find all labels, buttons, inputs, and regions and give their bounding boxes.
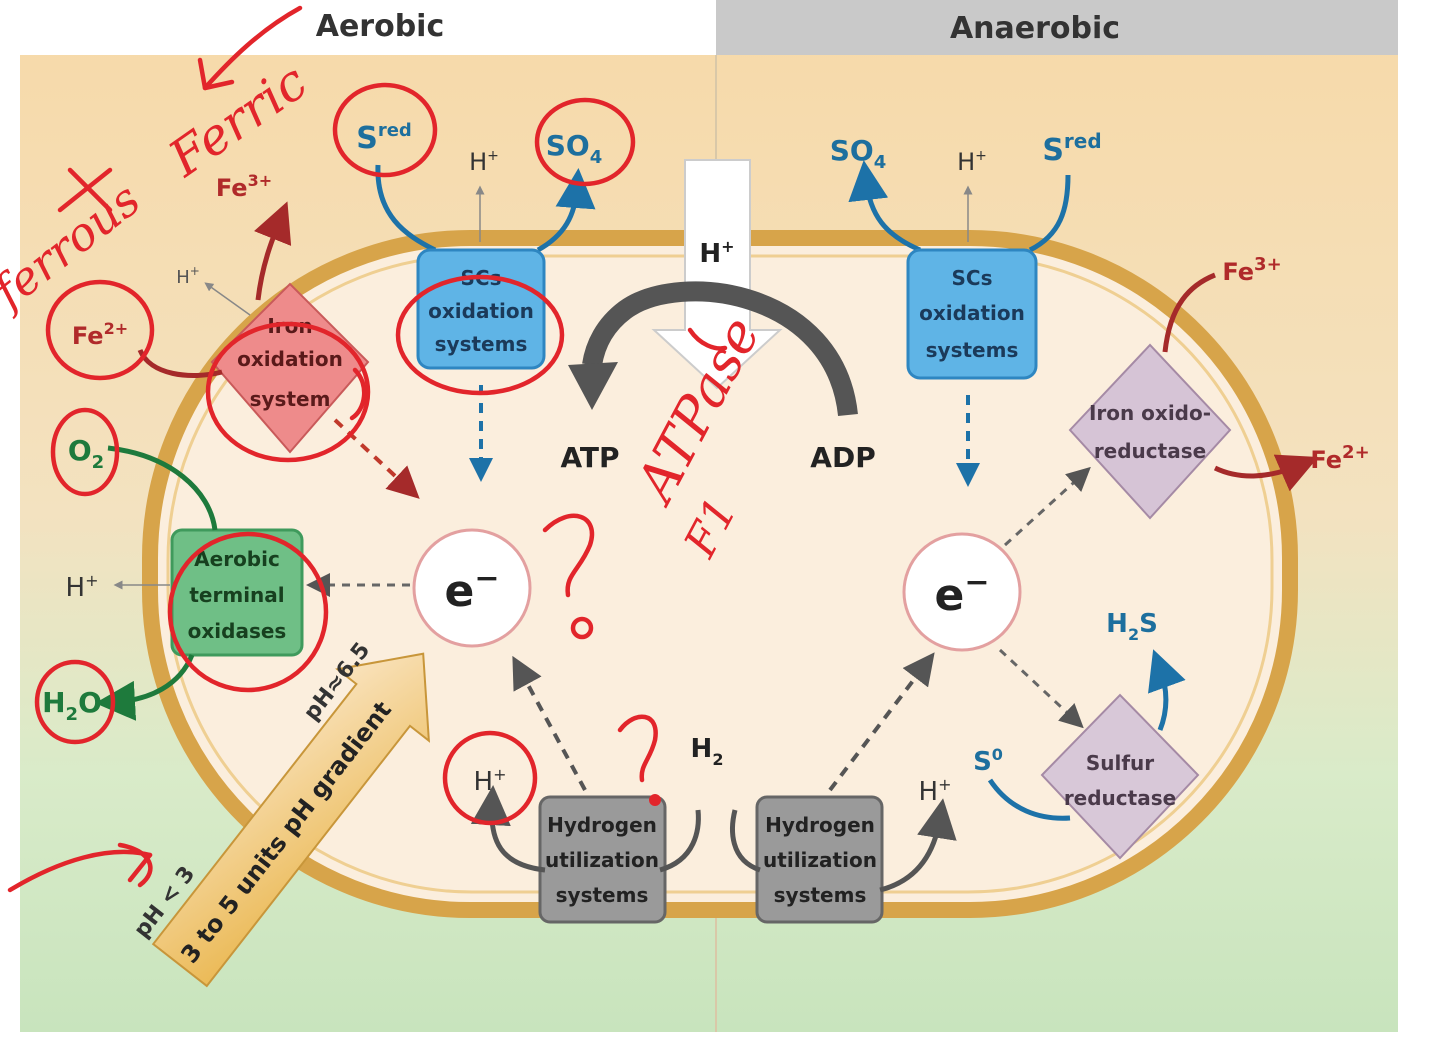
so4-label-left: SO4: [546, 129, 603, 168]
o2-arrow: [107, 445, 218, 531]
o2-label: O2: [68, 434, 104, 473]
h-plus-label-iron: H+: [176, 264, 200, 288]
sc-box-left-line3: systems: [435, 332, 528, 356]
electron-label-right: e−: [935, 565, 990, 621]
sc-oxidation-box-right: [906, 248, 1038, 380]
iron-oxidation-diamond: [210, 282, 370, 454]
hyd-box-right-line1: Hydrogen: [765, 813, 875, 837]
handwritten-annotations: [7, 5, 728, 893]
sred-label-left: Sred: [356, 120, 412, 156]
sulfur-reductase-diamond: [1040, 693, 1200, 860]
so4-arrow-right: [848, 160, 921, 253]
electron-to-ironred-arrow: [1003, 466, 1091, 547]
sred-label-right: Sred: [1042, 129, 1101, 168]
atp-arc-arrowhead: [568, 362, 618, 410]
electron-pool-left: [412, 528, 532, 648]
atp-synthase-arc: [582, 281, 858, 417]
aero-box-line2: terminal: [189, 583, 284, 607]
hydrogen-h-release-right: [879, 798, 957, 893]
sulfur-line1: Sulfur: [1086, 751, 1154, 775]
s0-label: S0: [973, 745, 1003, 777]
sulfur-line2: reductase: [1064, 786, 1176, 810]
hyd-box-right-line2: utilization: [763, 848, 877, 872]
aero-box-line3: oxidases: [188, 619, 287, 643]
aero-box-line1: Aerobic: [194, 547, 280, 571]
aerobic-header-bar: [20, 0, 716, 55]
fe2-arrow-right: [1213, 454, 1319, 492]
hyd-box-left-line3: systems: [556, 883, 649, 907]
fe3-label-left: Fe3+: [216, 171, 272, 202]
hydrogen-box-left: [538, 795, 667, 924]
iron-box-line3: system: [250, 387, 331, 411]
fe3-arrow-right: [1162, 272, 1216, 353]
fe3-label-right: Fe3+: [1222, 254, 1281, 286]
hydrogen-h-release-left: [470, 785, 546, 873]
electron-label-left: e−: [445, 561, 500, 617]
electron-to-sulfur-arrow: [998, 648, 1084, 729]
iron-box-line2: oxidation: [237, 347, 343, 371]
h-plus-label-oxidase: H+: [66, 571, 99, 603]
h-release-arrow-iron: [204, 282, 251, 316]
h2-label: H2: [691, 734, 724, 769]
h2-uptake-left: [659, 809, 701, 873]
electron-pool-right: [902, 532, 1022, 652]
sc-box-right-line1: SCs: [952, 266, 993, 290]
h-plus-label-top-left: H+: [469, 148, 499, 176]
atp-label: ATP: [560, 441, 619, 474]
ironred-line2: reductase: [1094, 439, 1206, 463]
hyd-box-left-line2: utilization: [545, 848, 659, 872]
anaerobic-header: Anaerobic: [950, 11, 1120, 46]
aerobic-header: Aerobic: [316, 9, 445, 44]
h-plus-label-hyd-left: H+: [474, 765, 507, 797]
atpase-proton-label: H+: [699, 237, 734, 269]
iron-reductase-diamond: [1068, 343, 1232, 520]
s0-arrow: [987, 778, 1071, 821]
adp-label: ADP: [810, 441, 875, 474]
h-plus-label-top-right: H+: [957, 148, 987, 176]
h2-uptake-right: [730, 809, 761, 873]
hyd-box-left-line1: Hydrogen: [547, 813, 657, 837]
so4-arrow-left: [536, 168, 596, 253]
sred-arrow-left: [375, 164, 437, 253]
hyd-box-right-line3: systems: [774, 883, 867, 907]
sc-box-right-line3: systems: [926, 338, 1019, 362]
h2s-label: H2S: [1106, 609, 1158, 644]
sred-arrow-right: [1028, 174, 1071, 253]
fe2-label-right: Fe2+: [1310, 442, 1369, 474]
fe2-label-left: Fe2+: [72, 319, 128, 350]
h2o-label: H2O: [42, 686, 102, 725]
sc-box-right-line2: oxidation: [919, 301, 1025, 325]
h2s-arrow: [1148, 649, 1186, 731]
hydrogen-to-electron-arrow-left: [512, 655, 587, 791]
hydrogen-to-electron-arrow-right: [828, 652, 935, 792]
so4-label-right: SO4: [830, 134, 887, 173]
anaerobic-header-bar: [716, 0, 1398, 55]
h-plus-label-hyd-right: H+: [919, 775, 952, 807]
hydrogen-box-right: [755, 795, 884, 924]
ironred-line1: Iron oxido-: [1089, 401, 1211, 425]
sc-box-left-line2: oxidation: [428, 299, 534, 323]
proton-influx-arrow: [651, 159, 783, 390]
fe3-arrow-left: [254, 201, 292, 301]
